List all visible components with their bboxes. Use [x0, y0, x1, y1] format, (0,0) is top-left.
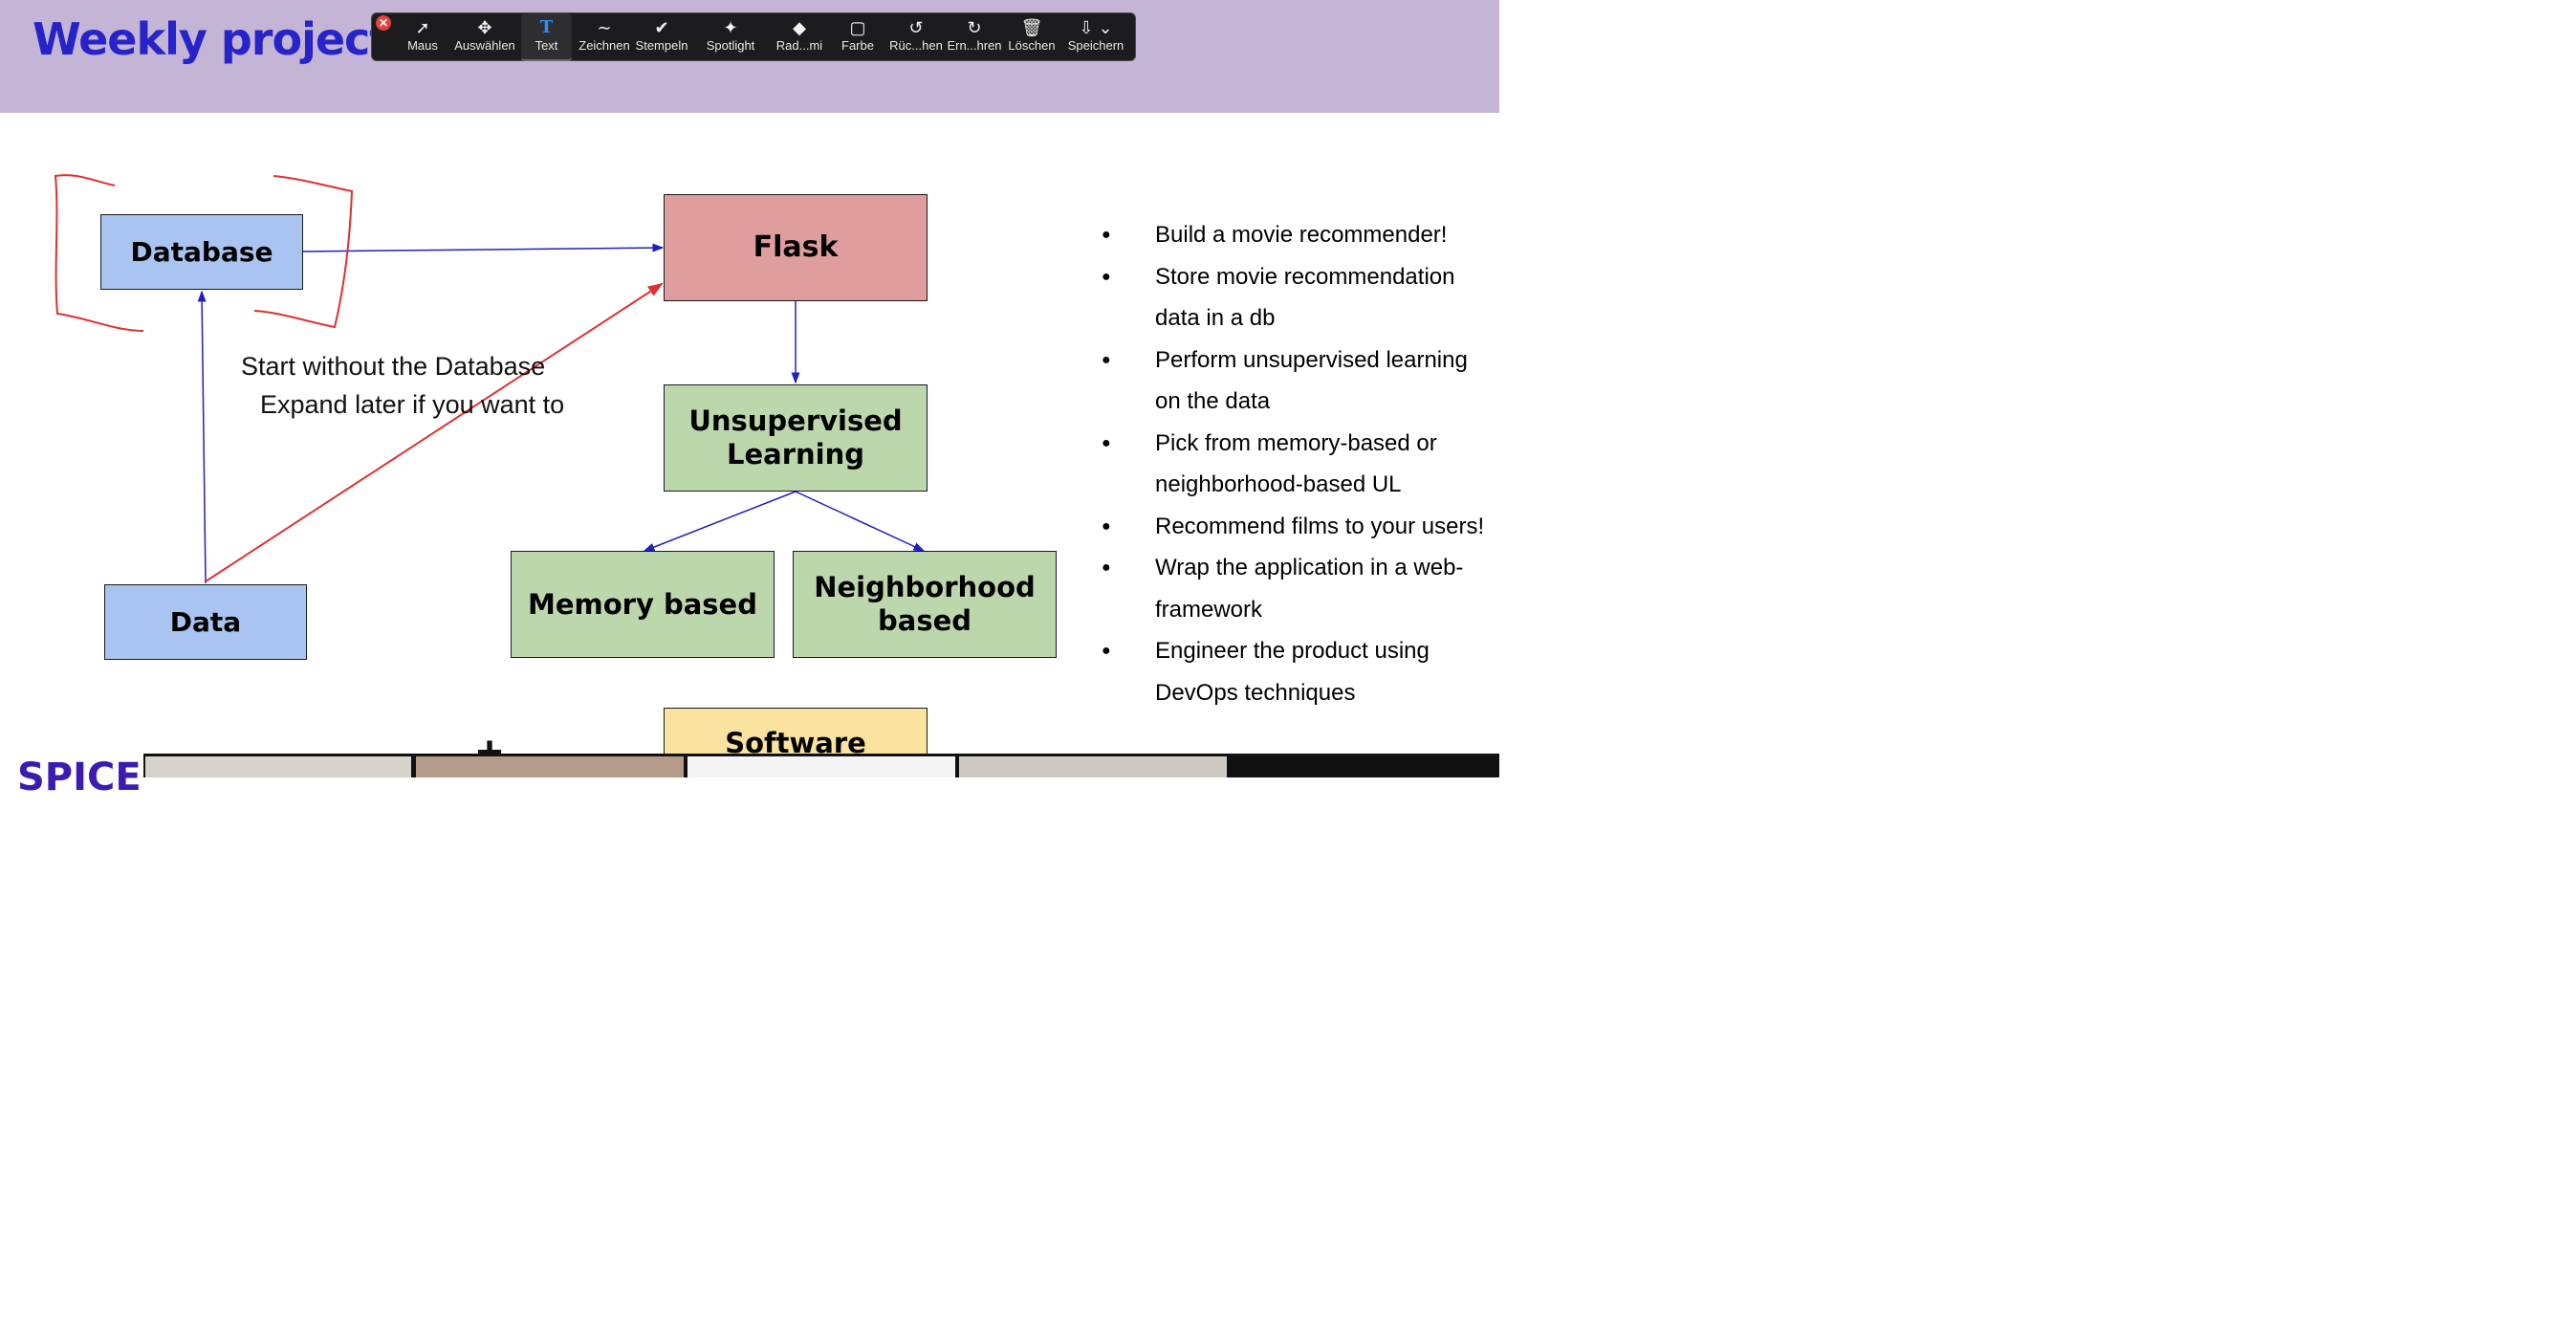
- eraser-icon: ◆: [793, 18, 806, 37]
- arrow-unsupervised-memory: [643, 491, 797, 552]
- tool-rueckgaengig[interactable]: ↺ Rüc...hen: [889, 18, 943, 53]
- diagram-connectors: [54, 174, 926, 584]
- bullet-item: Engineer the product using DevOps techni…: [1098, 630, 1499, 713]
- project-bullet-list: Build a movie recommender! Store movie r…: [1098, 214, 1499, 713]
- annotation-toolbar: [371, 12, 1136, 61]
- tool-speichern[interactable]: ⇩ ⌄ Speichern: [1064, 13, 1127, 59]
- annotation-note-line1: Start without the Database: [241, 352, 546, 381]
- flask-box: Flask: [664, 194, 928, 301]
- text-icon: T: [539, 17, 554, 37]
- spotlight-icon: ✦: [723, 18, 738, 37]
- close-annotation-icon[interactable]: ✕: [376, 15, 391, 31]
- annotation-note-line2: Expand later if you want to: [260, 390, 565, 419]
- neighborhood-based-box: Neighborhood based: [793, 551, 1057, 658]
- tool-spotlight[interactable]: ✦ Spotlight: [702, 13, 759, 59]
- tool-auswaehlen[interactable]: ✥ Auswählen: [451, 13, 518, 59]
- bullet-item: Build a movie recommender!: [1098, 214, 1499, 256]
- data-box: Data: [104, 584, 307, 660]
- save-icon: ⇩ ⌄: [1079, 18, 1113, 37]
- database-box: Database: [100, 214, 303, 290]
- pointer-icon: ➚: [415, 18, 430, 37]
- memory-based-box: Memory based: [511, 551, 775, 658]
- tool-wiederholen[interactable]: ↻ Ern...hren: [947, 18, 1002, 53]
- bullet-item: Perform unsupervised learning on the dat…: [1098, 339, 1499, 423]
- video-tile[interactable]: [688, 756, 955, 777]
- red-bracket-right: [253, 175, 354, 329]
- tool-farbe[interactable]: ▢ Farbe: [837, 13, 879, 59]
- tool-text[interactable]: T Text: [521, 13, 572, 61]
- tool-zeichnen[interactable]: ∼ Zeichnen: [577, 13, 632, 59]
- move-icon: ✥: [477, 18, 492, 37]
- arrow-database-flask: [301, 243, 665, 252]
- red-arrow-data-flask: [205, 282, 664, 582]
- bullet-item: Wrap the application in a web-framework: [1098, 547, 1499, 630]
- unsupervised-learning-box: Unsupervised Learning: [664, 384, 928, 492]
- color-icon: ▢: [849, 18, 866, 37]
- arrow-unsupervised-neighborhood: [795, 491, 926, 552]
- tool-maus[interactable]: ➚ Maus: [402, 13, 444, 59]
- red-bracket-left: [54, 174, 144, 332]
- bullet-item: Recommend films to your users!: [1098, 506, 1499, 548]
- tool-radieren[interactable]: ◆ Rad...mi: [775, 18, 823, 53]
- tool-stempeln[interactable]: ✔ Stempeln: [633, 13, 690, 59]
- video-tile[interactable]: [416, 756, 684, 777]
- trash-icon: 🗑: [1020, 18, 1043, 37]
- logo-partial: SPICE: [17, 755, 142, 799]
- video-tile[interactable]: [145, 756, 411, 777]
- undo-icon: ↺: [908, 18, 924, 37]
- slide-title: Weekly project: [33, 13, 390, 65]
- bullet-item: Pick from memory-based or neighborhood-b…: [1098, 423, 1499, 506]
- draw-icon: ∼: [597, 18, 612, 37]
- bullet-item: Store movie recommendation data in a db: [1098, 256, 1499, 339]
- video-tile[interactable]: [959, 756, 1227, 777]
- tool-loeschen[interactable]: 🗑 Löschen: [1005, 13, 1059, 59]
- stamp-icon: ✔: [654, 18, 669, 37]
- arrow-data-database: [197, 290, 207, 584]
- redo-icon: ↻: [967, 18, 982, 37]
